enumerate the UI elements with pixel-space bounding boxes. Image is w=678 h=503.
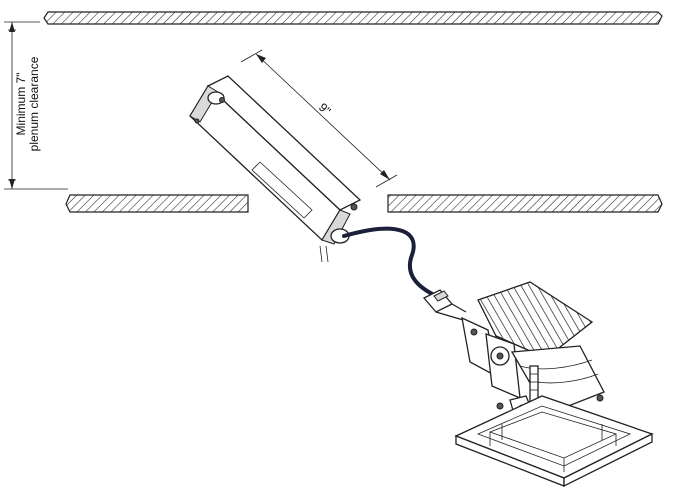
driver-length-label: 9": [316, 100, 334, 118]
connecting-cable: [342, 226, 438, 298]
square-trim-ring: [454, 395, 654, 488]
upper-structure-slab: [43, 11, 663, 25]
clearance-dimension: [4, 21, 68, 190]
clearance-label-line2: plenum clearance: [27, 56, 41, 151]
quick-connector: [422, 289, 471, 323]
clearance-label-line1: Minimum 7": [14, 73, 28, 136]
downlight-fixture: [461, 281, 605, 469]
driver-length-dimension: [240, 49, 398, 188]
ceiling-left-section: [65, 194, 249, 213]
driver-box: [189, 75, 362, 263]
ceiling-right-section: [387, 194, 663, 213]
